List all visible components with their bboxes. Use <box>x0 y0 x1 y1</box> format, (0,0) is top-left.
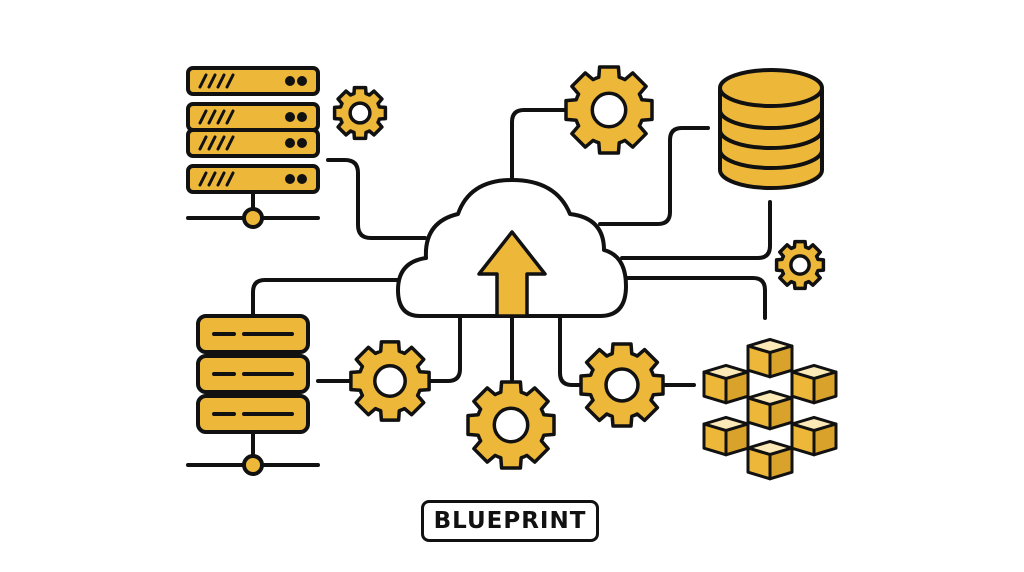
cube-icon <box>702 415 750 457</box>
gear-icon <box>466 380 556 470</box>
upload-arrow-icon <box>477 230 547 318</box>
database-icon <box>718 68 824 190</box>
blueprint-label: BLUEPRINT <box>421 500 599 542</box>
blocks-cluster-icon <box>702 337 838 481</box>
server-unit <box>186 128 320 158</box>
cube-icon <box>746 439 794 481</box>
network-node <box>242 454 264 476</box>
gear-icons <box>332 65 826 470</box>
gear-icon <box>332 85 388 141</box>
connector-lines <box>251 108 772 387</box>
gear-icon <box>564 65 654 155</box>
cloud-icon <box>396 178 628 318</box>
gear-icon <box>349 340 431 422</box>
server-rack-icon <box>186 66 320 229</box>
network-node <box>242 207 264 229</box>
cube-icon <box>702 363 750 405</box>
cube-icon <box>746 337 794 379</box>
gear-icon <box>579 342 665 428</box>
cube-icon <box>790 415 838 457</box>
gear-icon <box>774 239 826 291</box>
cube-icon <box>746 389 794 431</box>
server-rack-icon <box>186 314 320 476</box>
server-unit <box>186 66 320 96</box>
cube-icon <box>790 363 838 405</box>
